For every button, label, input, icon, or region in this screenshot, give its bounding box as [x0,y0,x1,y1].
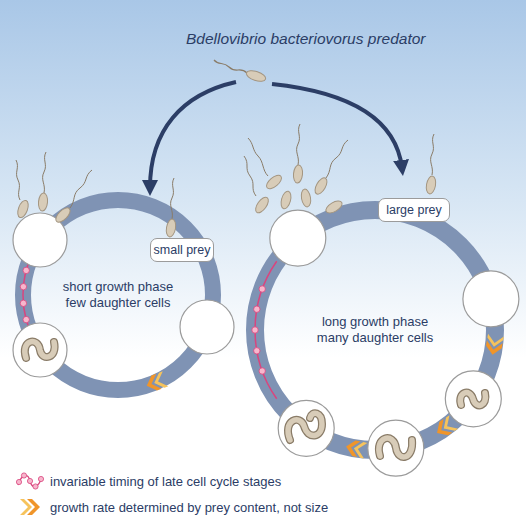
attacking-cell [425,175,437,194]
stage-circle [445,371,501,427]
legend-sample [16,497,44,517]
stage-circle [368,420,424,476]
predator-cell [245,69,267,84]
cycle-band [23,200,213,390]
late-stage-dot [20,300,26,306]
late-stage-dot [23,316,29,322]
daughter-cell [313,176,330,196]
late-stage-dot [16,479,21,484]
filament-outline [25,342,55,358]
cycle-band [255,210,495,450]
daughter-cell [279,190,292,210]
late-stage-dot [21,473,26,478]
late-stage-dot [23,267,29,273]
infection-arrow [150,82,236,188]
daughter-cell [264,173,284,191]
stage-circle [270,210,326,266]
predator-filament [379,438,412,457]
late-stage-dot [259,368,265,374]
late-stage-dot [27,478,32,483]
predator-filament [25,342,55,358]
prey-box: small prey [150,238,214,262]
daughter-cell [253,195,271,215]
stage-circle [180,300,234,354]
filament-outline [288,413,322,440]
stage-circle [13,323,67,377]
cycle-label: short growth phase few daughter cells [56,279,180,311]
stage-circle [463,271,519,327]
legend-entry: invariable timing of late cell cycle sta… [16,468,436,494]
chevron-shape [20,499,32,515]
prey-label: large prey [386,203,442,217]
legend: invariable timing of late cell cycle sta… [16,468,436,520]
late-stage-dot [20,284,26,290]
flagellum [214,60,247,73]
daughter-cell [300,188,312,207]
late-stage-dot [254,306,260,312]
late-stage-dot [259,286,265,292]
late-stage-dot [254,348,260,354]
prey-label: small prey [154,243,211,257]
diagram-title: Bdellovibrio bacteriovorus predator [186,30,516,48]
daughter-cell [38,193,49,212]
filament-outline [460,393,485,406]
daughter-cell [16,199,31,219]
late-stage-dot [252,327,258,333]
growth-chevron [20,499,40,515]
legend-label: invariable timing of late cell cycle sta… [50,474,281,489]
legend-sample [16,471,44,491]
legend-label: growth rate determined by prey content, … [50,500,328,515]
filament-outline [379,438,412,457]
late-stage-dot [33,484,38,489]
flagellum [431,134,434,175]
predator-filament [460,393,485,406]
flagellum [326,140,348,178]
prey-box: large prey [378,198,450,222]
flagellum [244,156,256,196]
stage-circle [278,400,334,456]
late-stage-dot [38,476,43,481]
legend-entry: growth rate determined by prey content, … [16,494,436,520]
flagellum [297,124,300,165]
flagellum [43,152,46,193]
flagellum [16,160,20,200]
cycle-label: long growth phase many daughter cells [308,314,442,346]
infection-arrow [272,84,402,168]
predator-filament [288,413,322,440]
daughter-cell [293,165,304,184]
flagellum [248,138,268,176]
